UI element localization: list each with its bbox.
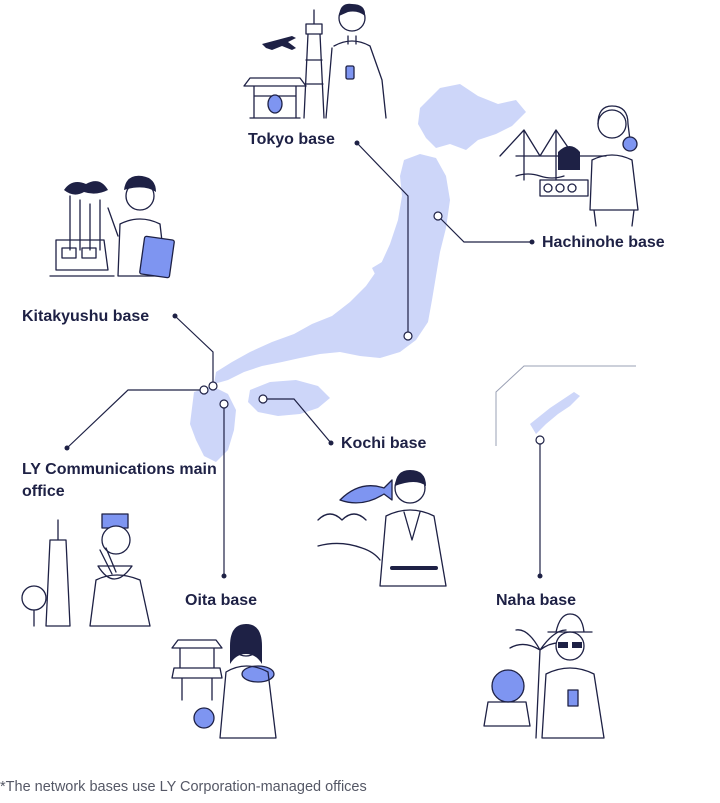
tokyo-illustration <box>243 3 387 119</box>
kitakyushu-marker <box>208 381 218 391</box>
endpoint-dots <box>64 140 543 579</box>
kochi-marker <box>258 394 268 404</box>
tokyo-base-label: Tokyo base <box>248 131 335 148</box>
kitakyushu-illustration <box>49 175 175 279</box>
float-3 <box>567 183 577 193</box>
kyushu-shape <box>190 386 236 462</box>
temple-gate <box>243 77 307 119</box>
shisa-body <box>483 701 531 727</box>
hachinohe-person-hair <box>597 105 631 141</box>
oita-illustration <box>171 624 277 739</box>
oita-person-hair <box>230 624 262 664</box>
okinawa-shape <box>530 392 580 434</box>
festival-mask <box>558 146 580 170</box>
kitakyushu-endpoint <box>172 313 178 319</box>
tree-icon <box>21 585 47 611</box>
oita-marker <box>219 399 229 409</box>
office-person-body <box>89 574 151 627</box>
beret <box>124 175 156 192</box>
lantern <box>267 94 283 114</box>
naha-person-body <box>541 667 605 739</box>
shisa-icon <box>491 669 525 703</box>
kochi-leader <box>263 398 332 444</box>
tokyo-leader <box>356 142 409 336</box>
okinawa-inset-frame <box>495 365 636 446</box>
hachinohe-endpoint <box>529 239 535 245</box>
notebook-icon <box>139 235 175 279</box>
tokyo-marker <box>403 331 413 341</box>
office-tower <box>45 519 71 627</box>
bowl-icon <box>241 665 275 683</box>
hachinohe-person-body <box>589 154 639 227</box>
main-office-marker <box>199 385 209 395</box>
kitakyushu-base-label: Kitakyushu base <box>22 308 150 325</box>
hachinohe-person-head <box>597 109 627 139</box>
hokkaido-shape <box>418 84 526 150</box>
sado-shape <box>372 262 388 280</box>
chopsticks <box>99 547 117 575</box>
citrus-icon <box>193 707 215 729</box>
kochi-endpoint <box>328 440 334 446</box>
castle <box>171 639 223 701</box>
naha-base-label: Naha base <box>496 592 577 609</box>
train <box>49 239 115 277</box>
waves <box>317 513 381 561</box>
honshu-shape <box>214 154 450 384</box>
tokyo-endpoint <box>354 140 360 146</box>
naha-endpoint <box>537 573 543 579</box>
hachinohe-base-label: Hachinohe base <box>542 234 665 251</box>
float-2 <box>555 183 565 193</box>
kitakyushu-leader <box>174 315 214 386</box>
factory-chimneys <box>69 195 101 251</box>
kochi-person-hair <box>395 470 426 486</box>
kochi-illustration <box>317 470 447 587</box>
main-office-endpoint <box>64 445 70 451</box>
smoke <box>64 181 108 195</box>
oita-endpoint <box>221 573 227 579</box>
footnote: *The network bases use LY Corporation-ma… <box>0 779 367 795</box>
tokyo-person-body <box>325 35 387 119</box>
float-row <box>539 179 589 197</box>
drink-icon <box>567 689 579 707</box>
sun-hat <box>547 613 593 633</box>
tokyo-person-hair <box>339 3 366 16</box>
phone-icon <box>345 65 355 80</box>
oita-person-body <box>219 665 277 739</box>
naha-marker <box>535 435 545 445</box>
leader-lines <box>66 142 541 576</box>
bridge <box>499 129 607 181</box>
float-1 <box>543 183 553 193</box>
main-office-label: LY Communications main office <box>22 461 217 500</box>
water <box>515 173 565 179</box>
shikoku-shape <box>248 380 330 416</box>
fish-icon <box>339 479 393 504</box>
noodle-bowl <box>97 565 133 580</box>
hachinohe-leader <box>437 215 532 243</box>
main-office-leader <box>66 389 204 449</box>
naha-illustration <box>483 613 605 739</box>
kochi-person-body <box>379 509 447 587</box>
apple-icon <box>622 136 638 152</box>
main-office-illustration <box>21 513 151 627</box>
kochi-base-label: Kochi base <box>341 435 427 452</box>
office-person-head <box>101 525 131 555</box>
location-markers <box>199 211 545 445</box>
hachinohe-illustration <box>499 105 639 227</box>
oita-base-label: Oita base <box>185 592 258 609</box>
airplane-icon <box>262 36 296 50</box>
tower-icon <box>303 9 325 119</box>
hachinohe-marker <box>433 211 443 221</box>
sunglasses <box>558 642 582 648</box>
